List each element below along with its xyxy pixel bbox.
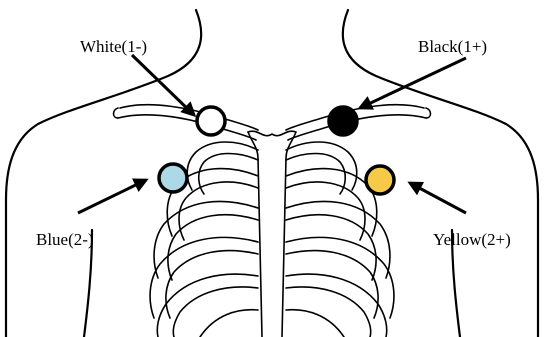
labels: White(1-) Black(1+) Blue(2-) Yellow(2+) <box>36 37 511 249</box>
white-label: White(1-) <box>80 37 147 56</box>
white-electrode <box>197 107 225 135</box>
blue-label: Blue(2-) <box>36 230 94 249</box>
yellow-electrode <box>366 166 394 194</box>
body-outline <box>6 10 538 337</box>
arrow-yellow <box>410 183 466 213</box>
black-electrode <box>329 107 357 135</box>
arrow-blue <box>78 180 146 213</box>
yellow-label: Yellow(2+) <box>433 230 511 249</box>
electrodes <box>159 107 394 194</box>
blue-electrode <box>159 164 187 192</box>
sternum <box>248 131 296 337</box>
black-label: Black(1+) <box>418 37 487 56</box>
arrow-black <box>360 58 466 108</box>
